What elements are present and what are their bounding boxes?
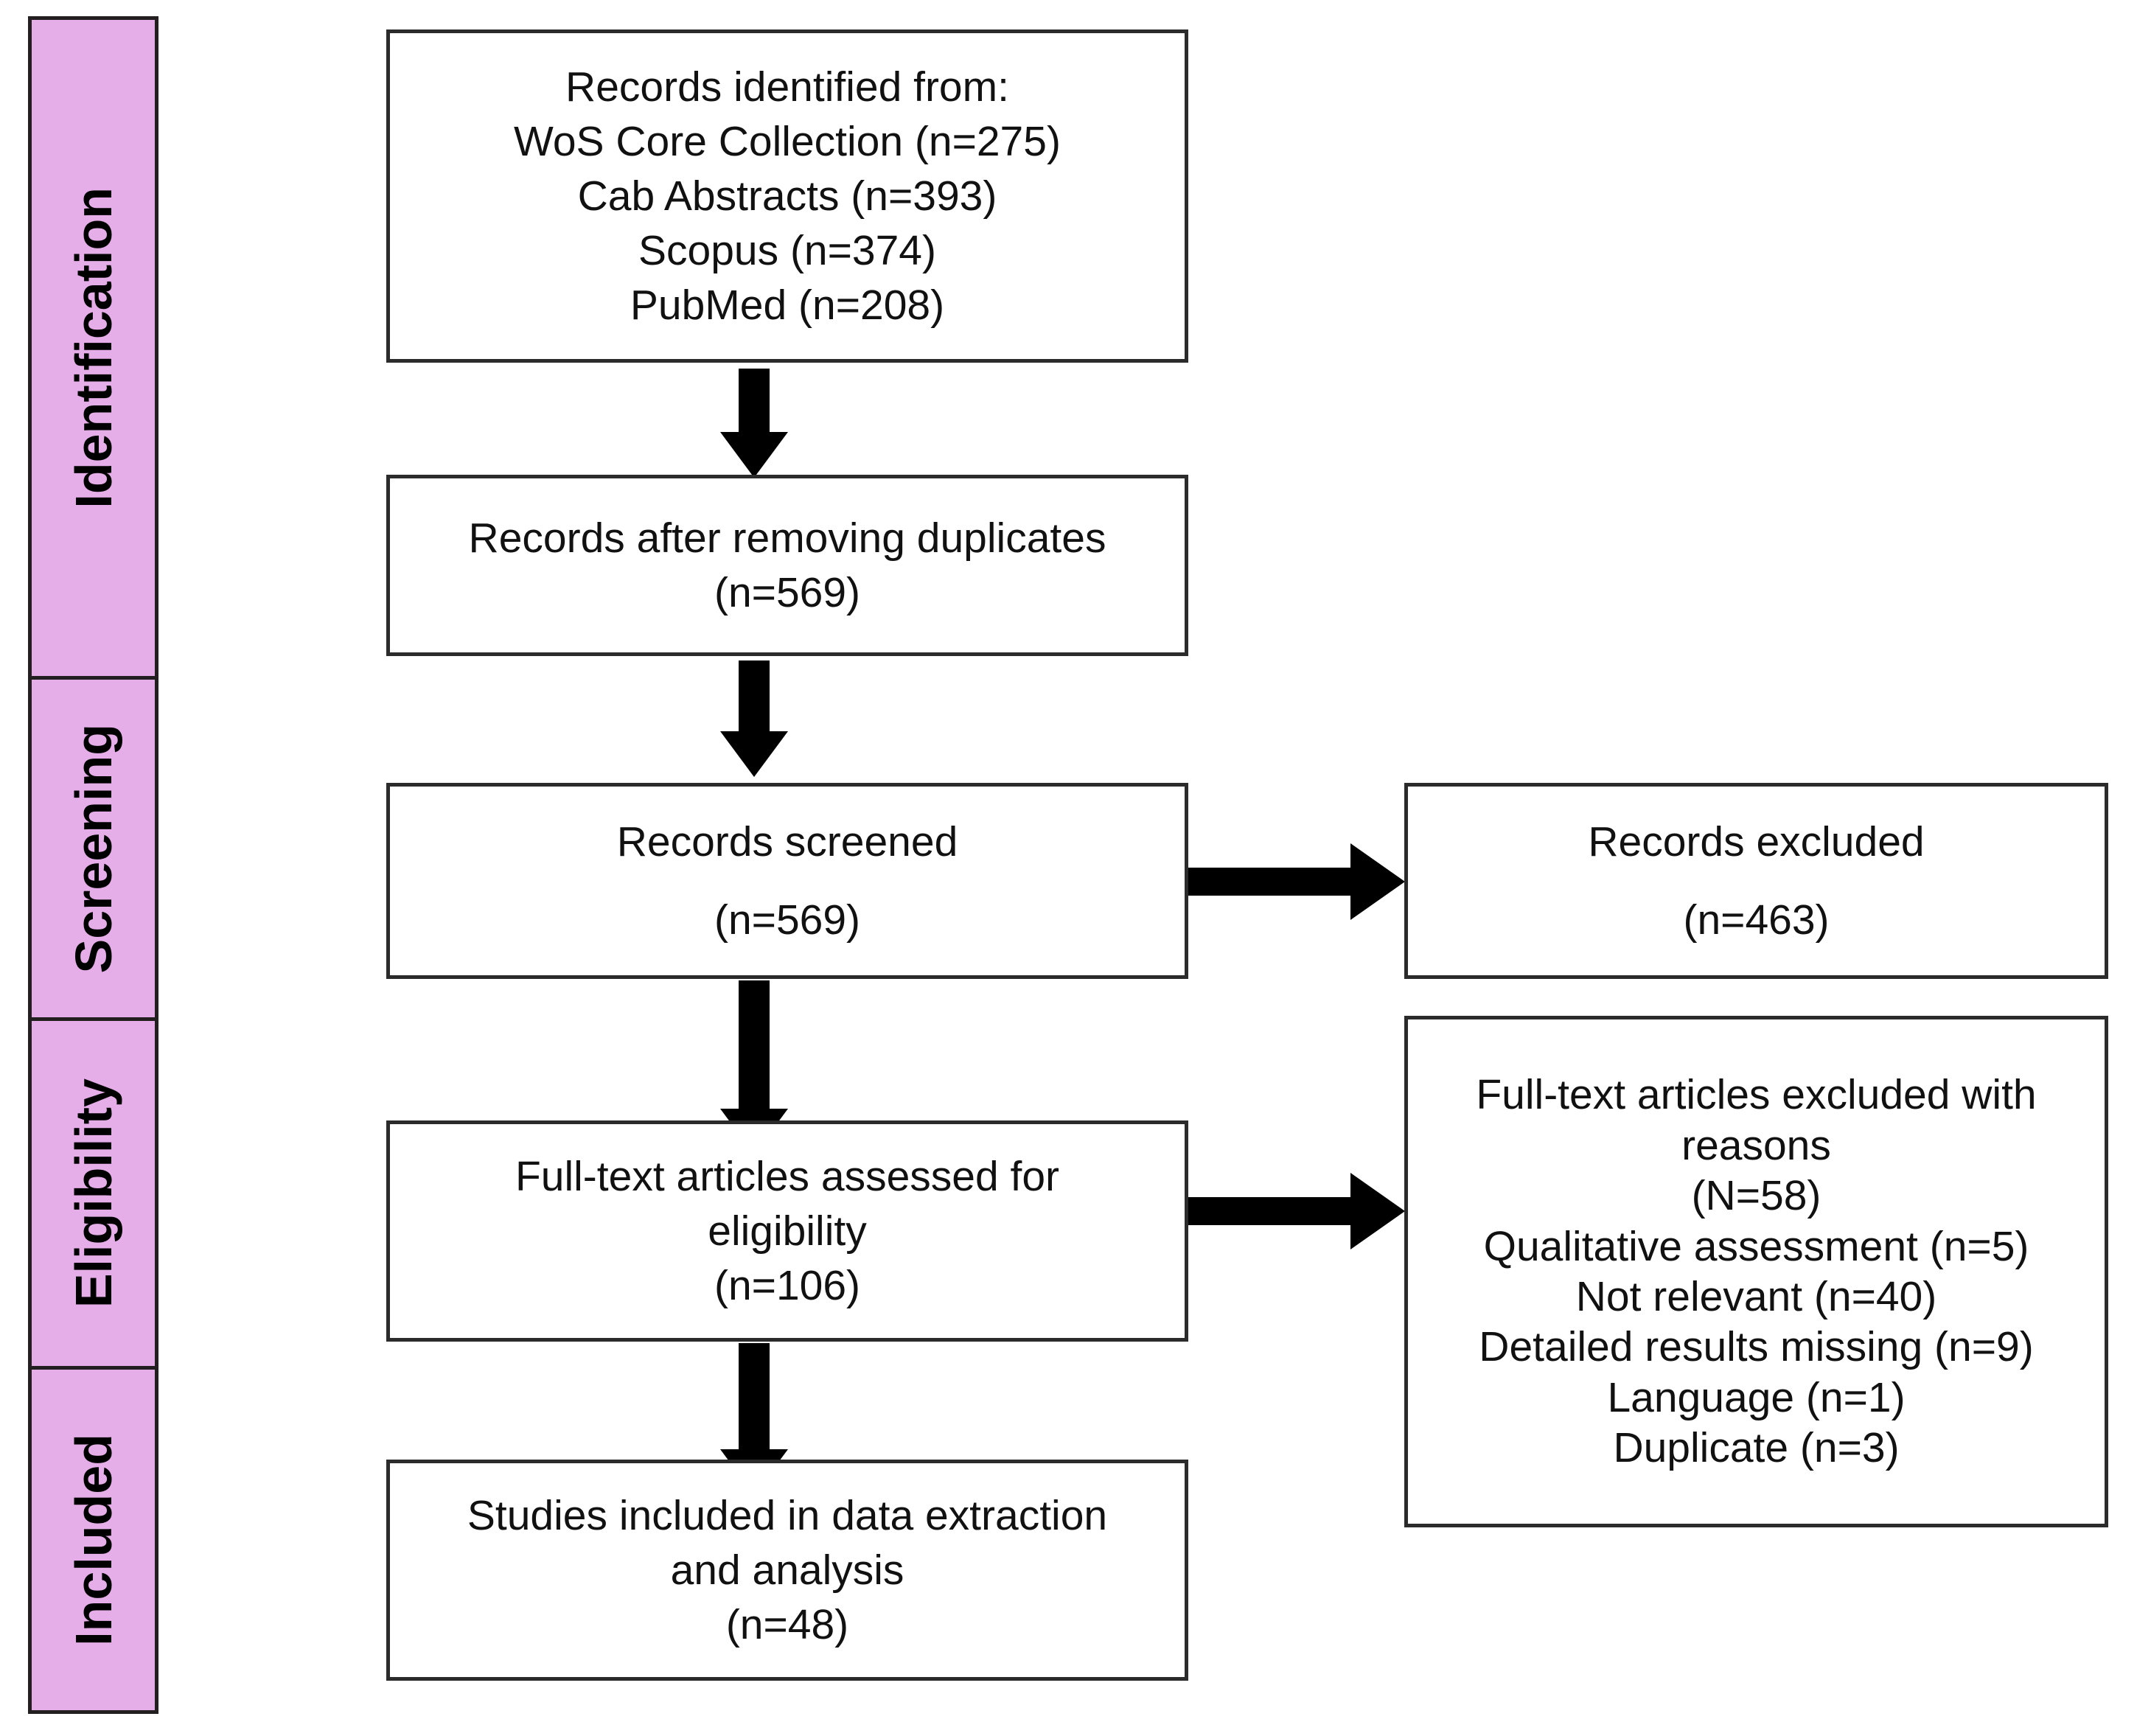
box-line: (n=569) xyxy=(714,896,861,944)
box-studies-included: Studies included in data extraction and … xyxy=(386,1460,1188,1681)
box-line: Records identified from: xyxy=(565,63,1009,111)
arrow-shaft xyxy=(739,980,770,1119)
arrow-head xyxy=(720,432,788,478)
box-line: PubMed (n=208) xyxy=(630,282,945,330)
arrow-head xyxy=(1350,1173,1405,1249)
box-line: Records screened xyxy=(616,818,958,865)
arrow-head xyxy=(1350,843,1405,920)
phase-label-eligibility: Eligibility xyxy=(64,1078,122,1308)
box-records-screened: Records screened (n=569) xyxy=(386,783,1188,979)
box-fulltext-excluded-with-reasons: Full-text articles excluded with reasons… xyxy=(1404,1016,2108,1527)
box-line: (n=48) xyxy=(725,1601,849,1649)
box-line: and analysis xyxy=(670,1546,904,1594)
box-line: Scopus (n=374) xyxy=(638,227,936,275)
phase-band-eligibility: Eligibility xyxy=(28,1017,158,1370)
box-line: Cab Abstracts (n=393) xyxy=(577,172,997,220)
box-line: (n=106) xyxy=(714,1262,861,1310)
box-line: eligibility xyxy=(708,1207,867,1255)
phase-label-identification: Identification xyxy=(64,187,122,509)
box-line: Records excluded xyxy=(1588,818,1925,865)
box-fulltext-assessed: Full-text articles assessed for eligibil… xyxy=(386,1120,1188,1342)
box-line: Full-text articles excluded with xyxy=(1476,1071,2037,1119)
phase-label-included: Included xyxy=(64,1434,122,1646)
arrow-shaft xyxy=(739,369,770,442)
box-line: Qualitative assessment (n=5) xyxy=(1483,1222,2029,1270)
arrow-shaft xyxy=(1188,868,1359,896)
box-line: Studies included in data extraction xyxy=(467,1491,1108,1539)
phase-label-screening: Screening xyxy=(64,723,122,974)
box-line: WoS Core Collection (n=275) xyxy=(514,117,1061,165)
phase-band-included: Included xyxy=(28,1366,158,1714)
box-records-after-duplicates: Records after removing duplicates (n=569… xyxy=(386,475,1188,656)
arrow-shaft xyxy=(1188,1197,1359,1225)
arrow-head xyxy=(720,731,788,777)
phase-column: Identification Screening Eligibility Inc… xyxy=(28,16,158,1714)
box-line: (n=463) xyxy=(1683,896,1830,944)
box-line: Full-text articles assessed for xyxy=(515,1152,1060,1200)
arrow-shaft xyxy=(739,660,770,742)
box-line: Not relevant (n=40) xyxy=(1575,1273,1937,1320)
box-records-excluded: Records excluded (n=463) xyxy=(1404,783,2108,979)
box-records-identified: Records identified from: WoS Core Collec… xyxy=(386,29,1188,363)
arrow-shaft xyxy=(739,1343,770,1460)
phase-band-identification: Identification xyxy=(28,16,158,680)
box-line: Records after removing duplicates xyxy=(468,514,1106,562)
box-line: (N=58) xyxy=(1691,1172,1821,1220)
box-line: reasons xyxy=(1681,1121,1831,1169)
box-line: Language (n=1) xyxy=(1607,1373,1906,1421)
phase-band-screening: Screening xyxy=(28,676,158,1021)
box-line: (n=569) xyxy=(714,569,861,616)
box-line: Detailed results missing (n=9) xyxy=(1479,1323,2034,1371)
box-line: Duplicate (n=3) xyxy=(1613,1424,1900,1472)
